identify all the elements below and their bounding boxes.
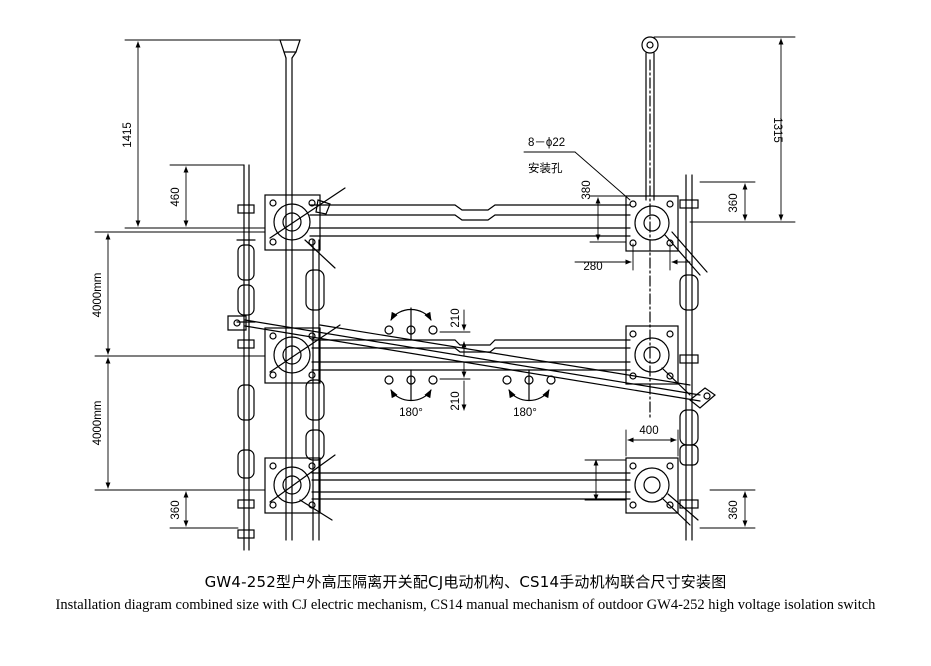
dim-span-upper: 4000mm	[92, 273, 104, 318]
rotation-indicator-upper	[384, 307, 438, 341]
label-rotation-right: 180°	[513, 407, 537, 419]
dim-left-upper: 460	[170, 187, 182, 206]
connecting-rods	[227, 204, 701, 500]
label-holes-spec: 8－ϕ22	[528, 137, 565, 149]
caption-english: Installation diagram combined size with …	[55, 597, 876, 613]
dim-span-lower: 4000mm	[92, 401, 104, 446]
rotation-indicator-lower-right	[502, 369, 556, 402]
left-pole-assembly	[236, 39, 325, 551]
right-base-plate-bottom	[625, 457, 699, 526]
caption-chinese: GW4-252型户外高压隔离开关配CJ电动机构、CS14手动机构联合尺寸安装图	[204, 573, 727, 591]
dim-gap-lower: 210	[450, 391, 462, 410]
right-base-plate-middle	[625, 325, 691, 396]
dim-top-right: 1315	[771, 117, 783, 143]
installation-diagram: 1415 460 4000mm 4000mm 360 1315 360 380 …	[92, 36, 796, 551]
dim-bottom-right: 360	[728, 500, 740, 519]
right-base-plate-top	[625, 195, 708, 276]
right-pole-assembly	[641, 36, 716, 541]
dim-hole-height: 380	[581, 180, 593, 199]
label-rotation-left: 180°	[399, 407, 423, 419]
dim-gap-upper: 210	[450, 308, 462, 327]
dim-hole-width: 280	[583, 261, 602, 273]
dim-bottom-right-width: 400	[639, 425, 658, 437]
left-base-plate-bottom	[264, 454, 336, 521]
dimension-lines	[94, 36, 796, 529]
label-holes-name: 安装孔	[528, 161, 563, 175]
dim-bottom-left: 360	[170, 500, 182, 519]
rotation-indicator-lower-left	[384, 369, 438, 402]
dim-top-left: 1415	[122, 122, 134, 148]
dim-right-upper: 360	[728, 193, 740, 212]
left-base-plate-top	[264, 187, 346, 269]
